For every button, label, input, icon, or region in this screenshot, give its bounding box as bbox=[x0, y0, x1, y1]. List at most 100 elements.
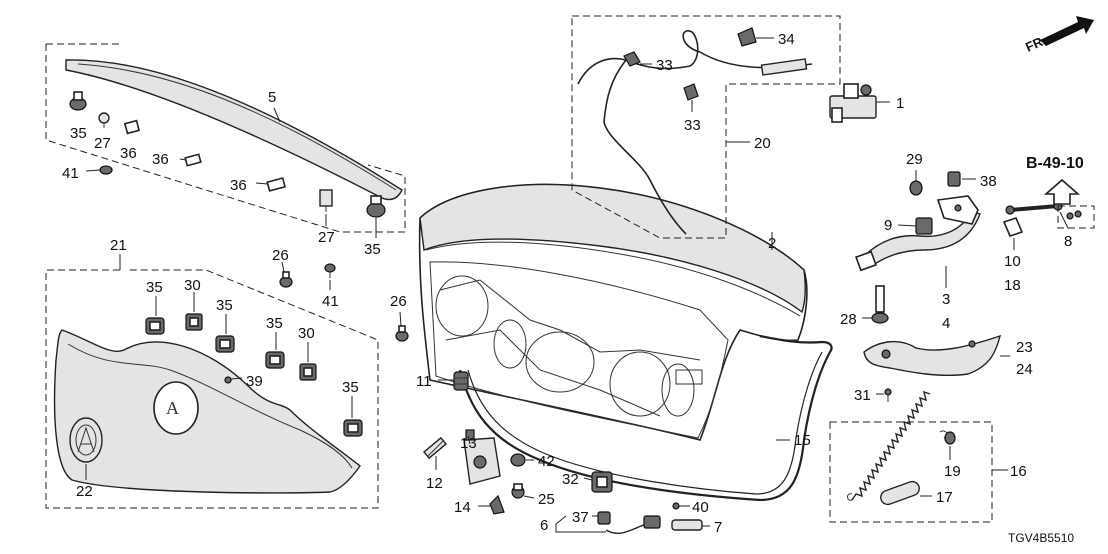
clip-36c bbox=[266, 177, 287, 192]
callout-16: 16 bbox=[1010, 463, 1027, 480]
screw-39 bbox=[224, 376, 243, 384]
opener-cable-group bbox=[571, 15, 841, 239]
callout-14: 14 bbox=[454, 499, 471, 516]
callout-31: 31 bbox=[854, 387, 871, 404]
reference-box: B-49-10 bbox=[1026, 155, 1095, 229]
clip-35b bbox=[366, 195, 386, 218]
callout-10: 10 bbox=[1004, 253, 1021, 270]
acura-emblem bbox=[69, 417, 103, 463]
callout-42: 42 bbox=[538, 453, 555, 470]
rear-spoiler bbox=[65, 59, 403, 201]
callout-23: 23 bbox=[1016, 339, 1033, 356]
callout-37: 37 bbox=[572, 509, 589, 526]
cable-clip-33b bbox=[683, 83, 699, 101]
callout-35a: 35 bbox=[70, 125, 87, 142]
callout-32: 32 bbox=[562, 471, 579, 488]
callout-35c: 35 bbox=[146, 279, 163, 296]
callout-36b: 36 bbox=[152, 151, 169, 168]
callout-7: 7 bbox=[714, 519, 722, 536]
front-direction-arrow: FR. bbox=[1023, 16, 1094, 55]
clip-41a bbox=[99, 165, 113, 175]
cover-32 bbox=[591, 471, 613, 493]
drawing-id: TGV4B5510 bbox=[1008, 531, 1074, 545]
callout-1: 1 bbox=[896, 95, 904, 112]
callout-3: 3 bbox=[942, 291, 950, 308]
nut-19 bbox=[944, 431, 956, 445]
callout-29: 29 bbox=[906, 151, 923, 168]
bolt-25 bbox=[511, 483, 525, 499]
callout-40: 40 bbox=[692, 499, 709, 516]
callout-28: 28 bbox=[840, 311, 857, 328]
callout-30b: 30 bbox=[298, 325, 315, 342]
trunk-bumper-11 bbox=[453, 371, 469, 391]
callout-34: 34 bbox=[778, 31, 795, 48]
cap-29 bbox=[909, 180, 923, 196]
callout-4: 4 bbox=[942, 315, 950, 332]
spoiler-group bbox=[45, 43, 406, 238]
callout-22: 22 bbox=[76, 483, 93, 500]
cable-clip-33a bbox=[623, 51, 641, 67]
clip-35d bbox=[215, 335, 235, 353]
clip-27a bbox=[98, 112, 110, 128]
callout-13: 13 bbox=[460, 435, 477, 452]
callout-41b: 41 bbox=[322, 293, 339, 310]
callout-25: 25 bbox=[538, 491, 555, 508]
clip-35e bbox=[265, 351, 285, 369]
screw-40 bbox=[672, 502, 680, 510]
callout-11: 11 bbox=[416, 373, 432, 390]
bolt-28 bbox=[871, 285, 889, 324]
bolt-26a bbox=[279, 271, 293, 288]
screw-31 bbox=[884, 388, 892, 402]
callout-26b: 26 bbox=[390, 293, 407, 310]
hinge-cover bbox=[863, 334, 1001, 377]
clip-14 bbox=[489, 494, 505, 515]
callout-27a: 27 bbox=[94, 135, 111, 152]
callout-33b: 33 bbox=[684, 117, 701, 134]
cable-clip-34 bbox=[737, 27, 757, 47]
clip-30b bbox=[299, 363, 317, 381]
harness-6 bbox=[605, 515, 661, 534]
callout-19: 19 bbox=[944, 463, 961, 480]
svg-text:A: A bbox=[166, 398, 179, 418]
clip-41b bbox=[324, 263, 336, 278]
callout-15: 15 bbox=[794, 432, 811, 449]
garnish-emblem-outline: A bbox=[153, 381, 199, 435]
callout-8: 8 bbox=[1064, 233, 1072, 250]
callout-35f: 35 bbox=[342, 379, 359, 396]
callout-35b: 35 bbox=[364, 241, 381, 258]
pad-7 bbox=[671, 519, 703, 531]
nut-9 bbox=[915, 217, 933, 235]
callout-27b: 27 bbox=[318, 229, 335, 246]
callout-9: 9 bbox=[884, 217, 892, 234]
callout-5: 5 bbox=[268, 89, 276, 106]
callout-30a: 30 bbox=[184, 277, 201, 294]
reference-code: B-49-10 bbox=[1026, 155, 1084, 172]
callout-12: 12 bbox=[426, 475, 443, 492]
front-direction-label: FR. bbox=[1023, 33, 1048, 55]
garnish-group: A bbox=[45, 254, 379, 509]
trunk-weatherstrip bbox=[458, 334, 833, 502]
callout-21: 21 bbox=[110, 237, 127, 254]
trunk-latch-13 bbox=[463, 429, 501, 485]
callout-2: 2 bbox=[768, 235, 776, 252]
striker-12 bbox=[423, 436, 447, 460]
callout-6: 6 bbox=[540, 517, 548, 534]
bolt-26b bbox=[395, 325, 409, 342]
hinge-bracket bbox=[936, 195, 979, 225]
spring-group bbox=[829, 390, 1008, 523]
callout-labels: 1 2 3 4 5 6 7 8 9 10 11 12 13 14 15 16 1… bbox=[62, 31, 1072, 536]
spring-sleeve bbox=[880, 480, 920, 506]
trunk-key-cylinder bbox=[829, 83, 877, 123]
clip-35a bbox=[69, 91, 87, 111]
callout-18: 18 bbox=[1004, 277, 1021, 294]
callout-17: 17 bbox=[936, 489, 953, 506]
torsion-link bbox=[1002, 201, 1063, 237]
callout-20: 20 bbox=[754, 135, 771, 152]
trunk-garnish bbox=[53, 329, 361, 494]
callout-33a: 33 bbox=[656, 57, 673, 74]
callout-36c: 36 bbox=[230, 177, 247, 194]
callout-41a: 41 bbox=[62, 165, 79, 182]
clip-30a bbox=[185, 313, 203, 331]
bolt-38 bbox=[947, 171, 961, 187]
